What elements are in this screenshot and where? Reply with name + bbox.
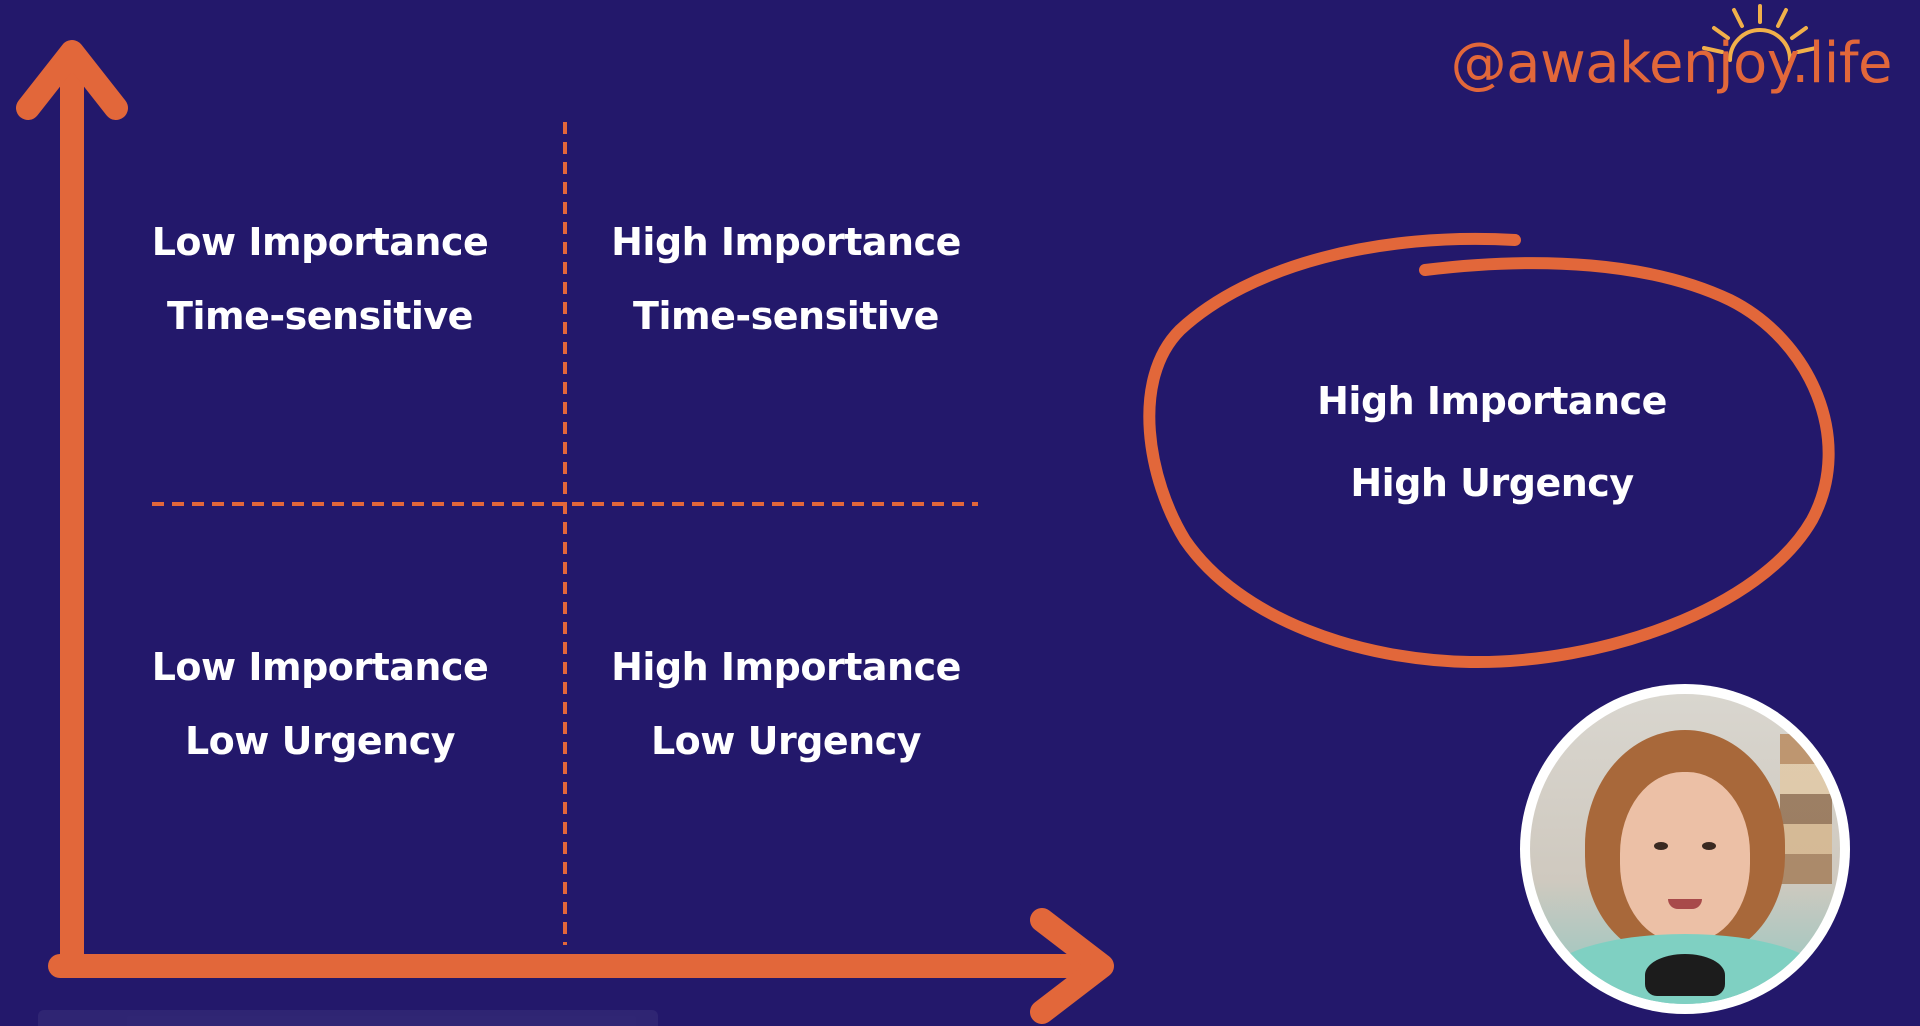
quadrant-bottom-left-line1: Low Importance [151,645,489,689]
highlighted-quadrant-label: High Importance High Urgency [1262,360,1722,524]
presenter-face [1620,772,1750,942]
presenter-eye-left [1654,842,1668,850]
quadrant-bottom-right-line1: High Importance [611,645,961,689]
quadrant-bottom-left-line2: Low Urgency [184,719,456,763]
quadrant-top-left-line1: Low Importance [151,220,489,264]
presenter-mouth [1668,899,1702,909]
presenter-eye-right [1702,842,1716,850]
vertical-axis-arrow-icon [16,40,128,120]
highlight-line1: High Importance [1317,379,1667,423]
quadrant-bottom-left: Low Importance Low Urgency [90,630,550,778]
quadrant-bottom-right: High Importance Low Urgency [556,630,1016,778]
brand-handle: @awakenjoy.life [1450,31,1893,96]
quadrant-top-right: High Importance Time-sensitive [556,205,1016,353]
quadrant-top-right-line2: Time-sensitive [633,294,939,338]
microphone-icon [1645,954,1725,996]
horizontal-axis-arrow-icon [1030,908,1114,1024]
presenter-photo [1530,694,1840,1004]
quadrant-bottom-right-line2: Low Urgency [650,719,922,763]
highlight-circle [1143,232,1835,669]
video-progress-track[interactable] [38,1010,658,1026]
quadrant-top-left: Low Importance Time-sensitive [90,205,550,353]
presenter-avatar [1520,684,1850,1014]
quadrant-top-left-line2: Time-sensitive [167,294,473,338]
quadrant-top-right-line1: High Importance [611,220,961,264]
sun-icon [1702,4,1818,62]
bookshelf [1780,734,1832,884]
highlight-line2: High Urgency [1350,461,1634,505]
